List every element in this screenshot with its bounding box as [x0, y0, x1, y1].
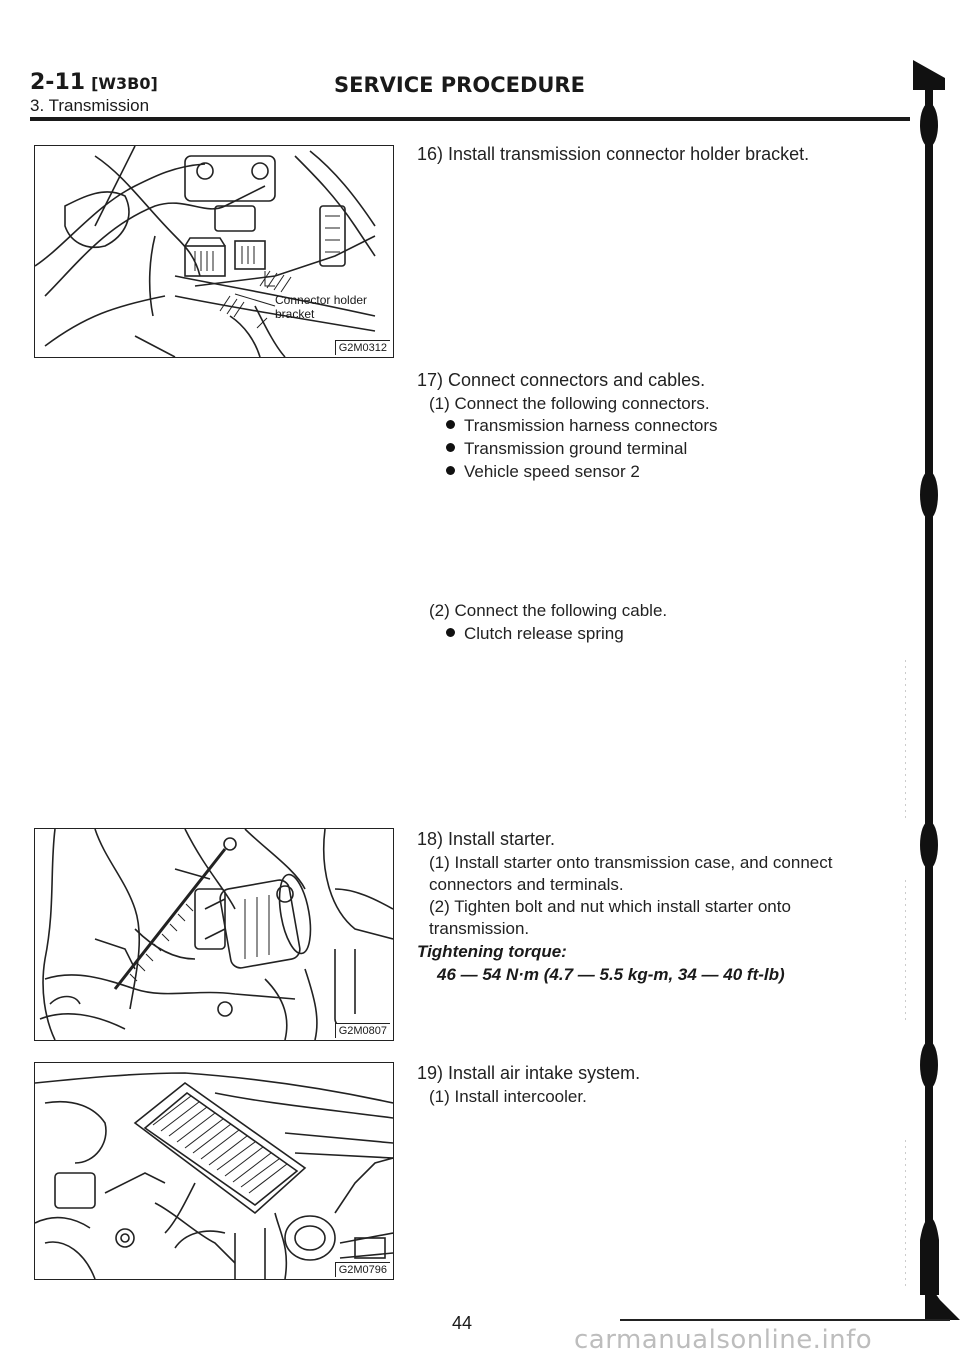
- section-code: 2-11[W3B0]: [30, 70, 158, 95]
- step-17-2: (2) Connect the following cable.: [429, 601, 668, 620]
- bullet-item: Transmission harness connectors: [446, 414, 718, 437]
- bullet-item: Transmission ground terminal: [446, 437, 687, 460]
- figure-intercooler: G2M0796: [34, 1062, 394, 1280]
- page-title: SERVICE PROCEDURE: [334, 73, 585, 97]
- step-18-1: (1) Install starter onto transmission ca…: [429, 853, 833, 872]
- callout-connector-holder: Connector holder: [275, 293, 368, 307]
- callout-bracket: bracket: [275, 307, 315, 321]
- step-18: 18) Install starter.: [417, 829, 556, 849]
- intercooler-illustration: [35, 1072, 393, 1279]
- watermark-footer: carmanualsonline.info: [574, 1325, 873, 1355]
- bullet-item: Vehicle speed sensor 2: [446, 460, 640, 483]
- header-rule: [30, 117, 910, 121]
- step-19: 19) Install air intake system.: [417, 1063, 641, 1083]
- section-tag: [W3B0]: [91, 74, 158, 93]
- bottom-rule: [620, 1319, 950, 1321]
- bullet-item: Clutch release spring: [446, 622, 624, 645]
- step-18-1-cont: connectors and terminals.: [429, 875, 624, 894]
- starter-illustration: [39, 829, 393, 1040]
- torque-heading: Tightening torque:: [417, 942, 567, 961]
- bullet-icon: [446, 628, 455, 637]
- step-16: 16) Install transmission connector holde…: [417, 144, 810, 164]
- figure-code: G2M0796: [334, 1262, 390, 1277]
- step-19-1: (1) Install intercooler.: [429, 1087, 587, 1106]
- engine-connector-illustration: [35, 146, 376, 357]
- step-17-1: (1) Connect the following connectors.: [429, 394, 710, 413]
- figure-connector-holder-bracket: Connector holder bracket G2M0312: [34, 145, 394, 358]
- step-18-2-cont: transmission.: [429, 919, 530, 938]
- figure-code: G2M0807: [334, 1023, 390, 1038]
- subsection-title: 3. Transmission: [30, 96, 150, 115]
- figure-starter: G2M0807: [34, 828, 394, 1041]
- step-18-2: (2) Tighten bolt and nut which install s…: [429, 897, 791, 916]
- step-17: 17) Connect connectors and cables.: [417, 370, 706, 390]
- figure-code: G2M0312: [334, 340, 390, 355]
- bullet-icon: [446, 443, 455, 452]
- bullet-icon: [446, 466, 455, 475]
- torque-value: 46 — 54 N·m (4.7 — 5.5 kg-m, 34 — 40 ft-…: [437, 965, 785, 984]
- bullet-icon: [446, 420, 455, 429]
- binder-edge-marks: [905, 60, 960, 1320]
- page-number: 44: [452, 1313, 473, 1333]
